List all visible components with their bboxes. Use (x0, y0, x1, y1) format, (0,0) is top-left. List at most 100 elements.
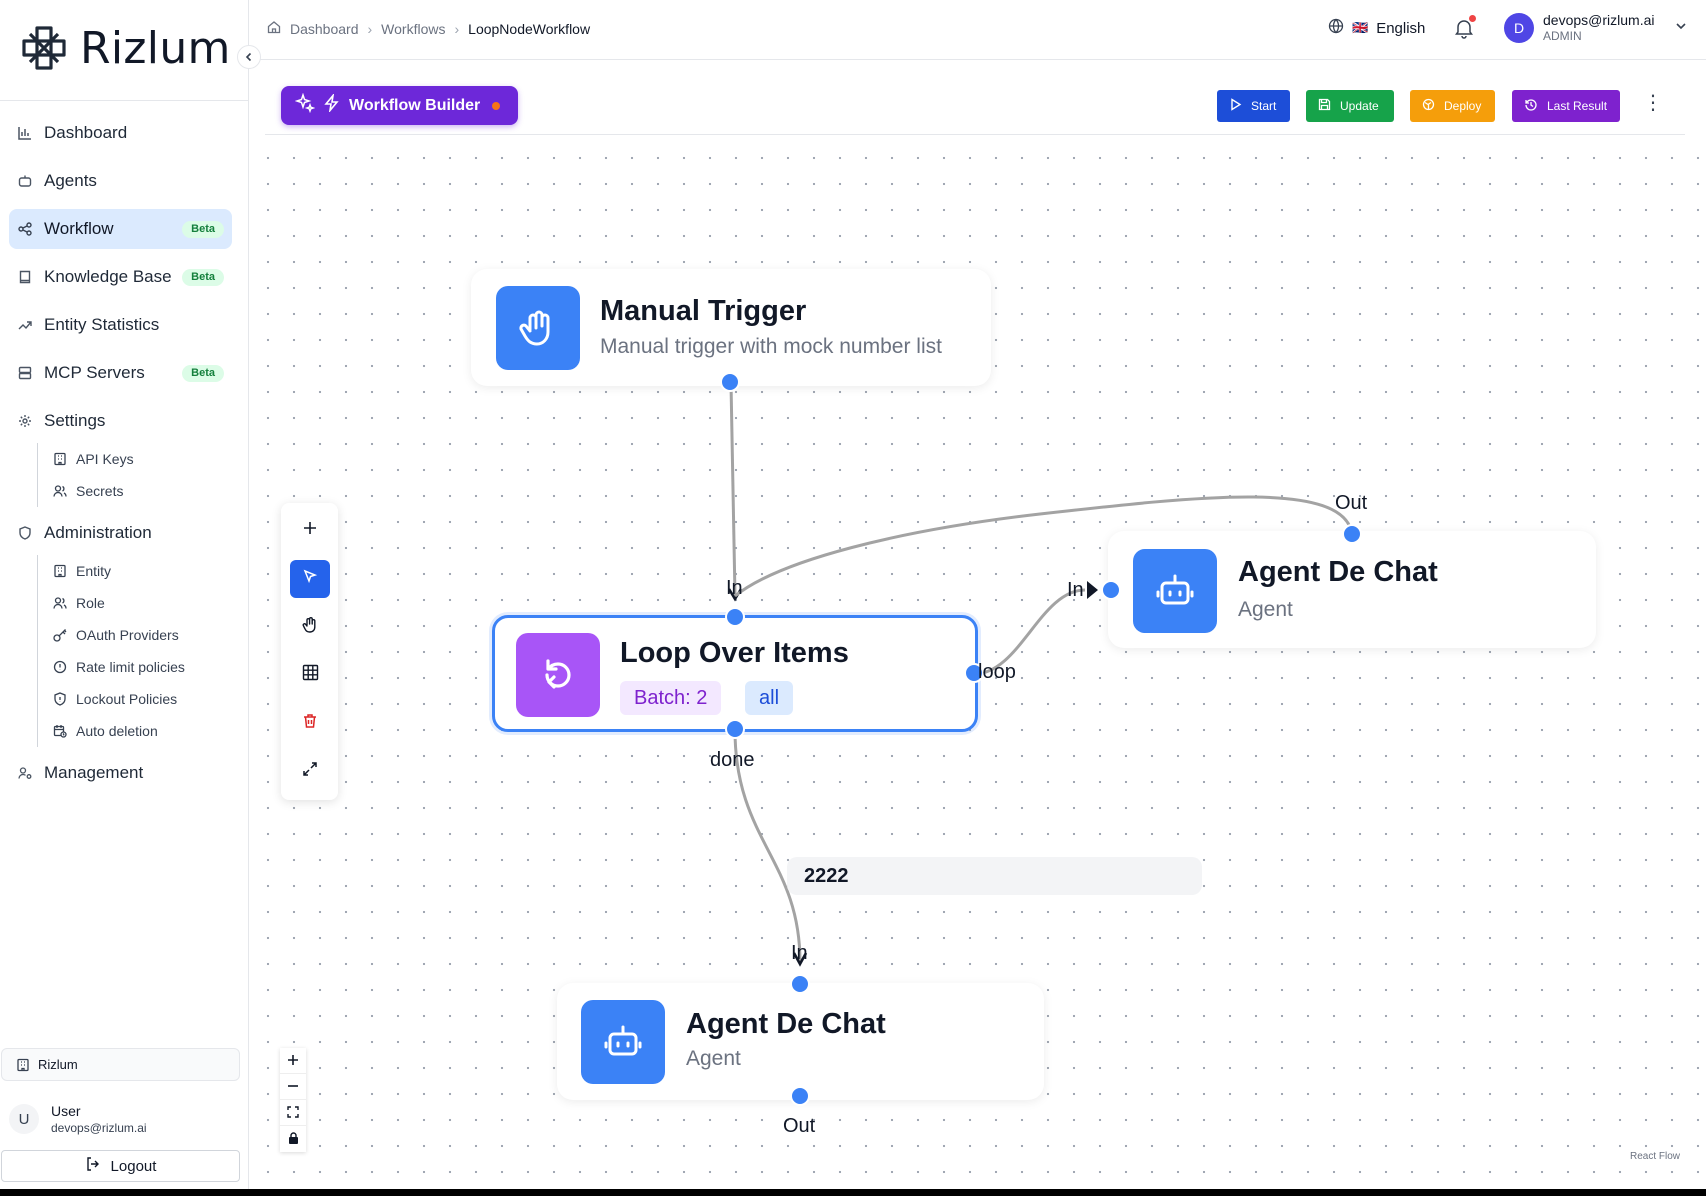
sidebar-item-label: Entity (76, 563, 112, 579)
cursor-icon (302, 569, 318, 590)
beta-badge: Beta (182, 269, 224, 286)
chevron-down-icon (1675, 20, 1687, 35)
sidebar-item-management[interactable]: Management (9, 753, 232, 793)
node-title: Agent De Chat (1238, 556, 1438, 588)
expand-icon (302, 761, 318, 782)
done-output-handle[interactable] (725, 719, 745, 739)
trash-icon (302, 713, 318, 734)
breadcrumb-dashboard[interactable]: Dashboard (290, 20, 359, 37)
users-icon (53, 596, 67, 610)
agent-input-handle[interactable] (1101, 580, 1121, 600)
start-label: Start (1251, 99, 1277, 113)
logout-label: Logout (110, 1157, 157, 1175)
sidebar-item-lockout-policies[interactable]: Lockout Policies (45, 683, 232, 715)
collapse-sidebar-button[interactable] (237, 45, 261, 69)
beta-badge: Beta (182, 221, 224, 238)
breadcrumb-workflows[interactable]: Workflows (381, 20, 446, 37)
react-flow-attribution[interactable]: React Flow (1630, 1151, 1681, 1162)
loop-input-handle[interactable] (725, 607, 745, 627)
sidebar-item-knowledge-base[interactable]: Knowledge Base Beta (9, 257, 232, 297)
zoom-out-button[interactable] (280, 1074, 306, 1100)
gear-icon (18, 414, 32, 428)
sidebar-item-dashboard[interactable]: Dashboard (9, 113, 232, 153)
add-node-button[interactable] (290, 511, 330, 549)
agent-input-handle[interactable] (790, 974, 810, 994)
manual-trigger-node[interactable]: Manual Trigger Manual trigger with mock … (471, 269, 991, 386)
alert-circle-icon (53, 660, 67, 674)
globe-icon (1328, 18, 1344, 38)
lock-button[interactable] (280, 1126, 306, 1152)
start-button[interactable]: Start (1217, 90, 1290, 122)
sidebar-item-workflow[interactable]: Workflow Beta (9, 209, 232, 249)
chevron-right-icon: › (367, 20, 373, 37)
fit-view-button[interactable] (280, 1100, 306, 1126)
agent-in-label: In (1067, 579, 1084, 601)
sidebar-item-role[interactable]: Role (45, 587, 232, 619)
trigger-output-handle[interactable] (720, 372, 740, 392)
sidebar-item-label: Settings (44, 411, 106, 430)
zoom-controls (280, 1048, 306, 1152)
update-button[interactable]: Update (1306, 90, 1394, 122)
delete-button[interactable] (290, 704, 330, 742)
zap-icon (323, 92, 341, 117)
user-card[interactable]: U User devops@rizlum.ai (9, 1103, 147, 1135)
administration-submenu: Entity Role OAuth Providers Rate limit p… (37, 555, 232, 747)
building-icon (16, 1058, 30, 1072)
sidebar-item-mcp-servers[interactable]: MCP Servers Beta (9, 353, 232, 393)
sidebar-item-api-keys[interactable]: API Keys (45, 443, 232, 475)
edge-label[interactable]: 2222 (787, 857, 1202, 895)
logo[interactable]: Rizlum (20, 22, 231, 74)
unsaved-indicator (492, 101, 501, 110)
logout-button[interactable]: Logout (1, 1150, 240, 1182)
sidebar-item-administration[interactable]: Administration (9, 513, 232, 553)
sidebar-item-entity[interactable]: Entity (45, 555, 232, 587)
sidebar-divider (0, 100, 249, 101)
plus-icon (287, 1053, 299, 1069)
sidebar-item-rate-limit-policies[interactable]: Rate limit policies (45, 651, 232, 683)
play-icon (1229, 98, 1242, 114)
select-tool-button[interactable] (290, 560, 330, 598)
sidebar-item-oauth-providers[interactable]: OAuth Providers (45, 619, 232, 651)
tenant-name: Rizlum (38, 1057, 78, 1072)
sidebar-item-label: Lockout Policies (76, 691, 178, 707)
more-options-button[interactable]: ⋮ (1643, 93, 1663, 113)
zoom-in-button[interactable] (280, 1048, 306, 1074)
sidebar-item-label: Administration (44, 523, 152, 542)
share-icon (18, 222, 32, 236)
account-email: devops@rizlum.ai (1543, 12, 1655, 28)
deploy-button[interactable]: Deploy (1410, 90, 1495, 122)
beta-badge: Beta (182, 365, 224, 382)
loop-over-items-node[interactable]: Loop Over Items Batch: 2 all (492, 615, 978, 732)
agent-output-handle[interactable] (1342, 524, 1362, 544)
notifications-button[interactable] (1453, 15, 1477, 41)
agent-output-handle[interactable] (790, 1086, 810, 1106)
last-result-label: Last Result (1547, 99, 1608, 113)
pan-tool-button[interactable] (290, 608, 330, 646)
fit-view-button[interactable] (290, 752, 330, 790)
agent-de-chat-node[interactable]: Agent De Chat Agent (557, 983, 1044, 1100)
node-subtitle: Agent (686, 1047, 741, 1070)
breadcrumb: Dashboard › Workflows › LoopNodeWorkflow (267, 20, 590, 37)
account-menu[interactable]: D devops@rizlum.ai ADMIN (1504, 12, 1687, 43)
more-vertical-icon: ⋮ (1643, 92, 1663, 114)
sidebar-item-label: Secrets (76, 483, 124, 499)
trend-icon (18, 318, 32, 332)
sidebar-item-label: Agents (44, 171, 97, 190)
sidebar-item-label: Dashboard (44, 123, 128, 142)
tenant-selector[interactable]: Rizlum (1, 1048, 240, 1081)
sidebar-item-agents[interactable]: Agents (9, 161, 232, 201)
workflow-builder-button[interactable]: Workflow Builder (281, 86, 518, 125)
agent-out-label: Out (783, 1115, 816, 1137)
sidebar-item-auto-deletion[interactable]: Auto deletion (45, 715, 232, 747)
loop-output-handle[interactable] (964, 663, 984, 683)
language-selector[interactable]: 🇬🇧 English (1328, 18, 1425, 38)
grid-toggle-button[interactable] (290, 656, 330, 694)
user-email: devops@rizlum.ai (51, 1121, 147, 1135)
agent-de-chat-node[interactable]: Agent De Chat Agent (1108, 531, 1596, 648)
last-result-button[interactable]: Last Result (1512, 90, 1620, 122)
workflow-builder-label: Workflow Builder (349, 96, 481, 114)
sidebar-item-entity-statistics[interactable]: Entity Statistics (9, 305, 232, 345)
home-icon (267, 20, 281, 37)
sidebar-item-settings[interactable]: Settings (9, 401, 232, 441)
sidebar-item-secrets[interactable]: Secrets (45, 475, 232, 507)
